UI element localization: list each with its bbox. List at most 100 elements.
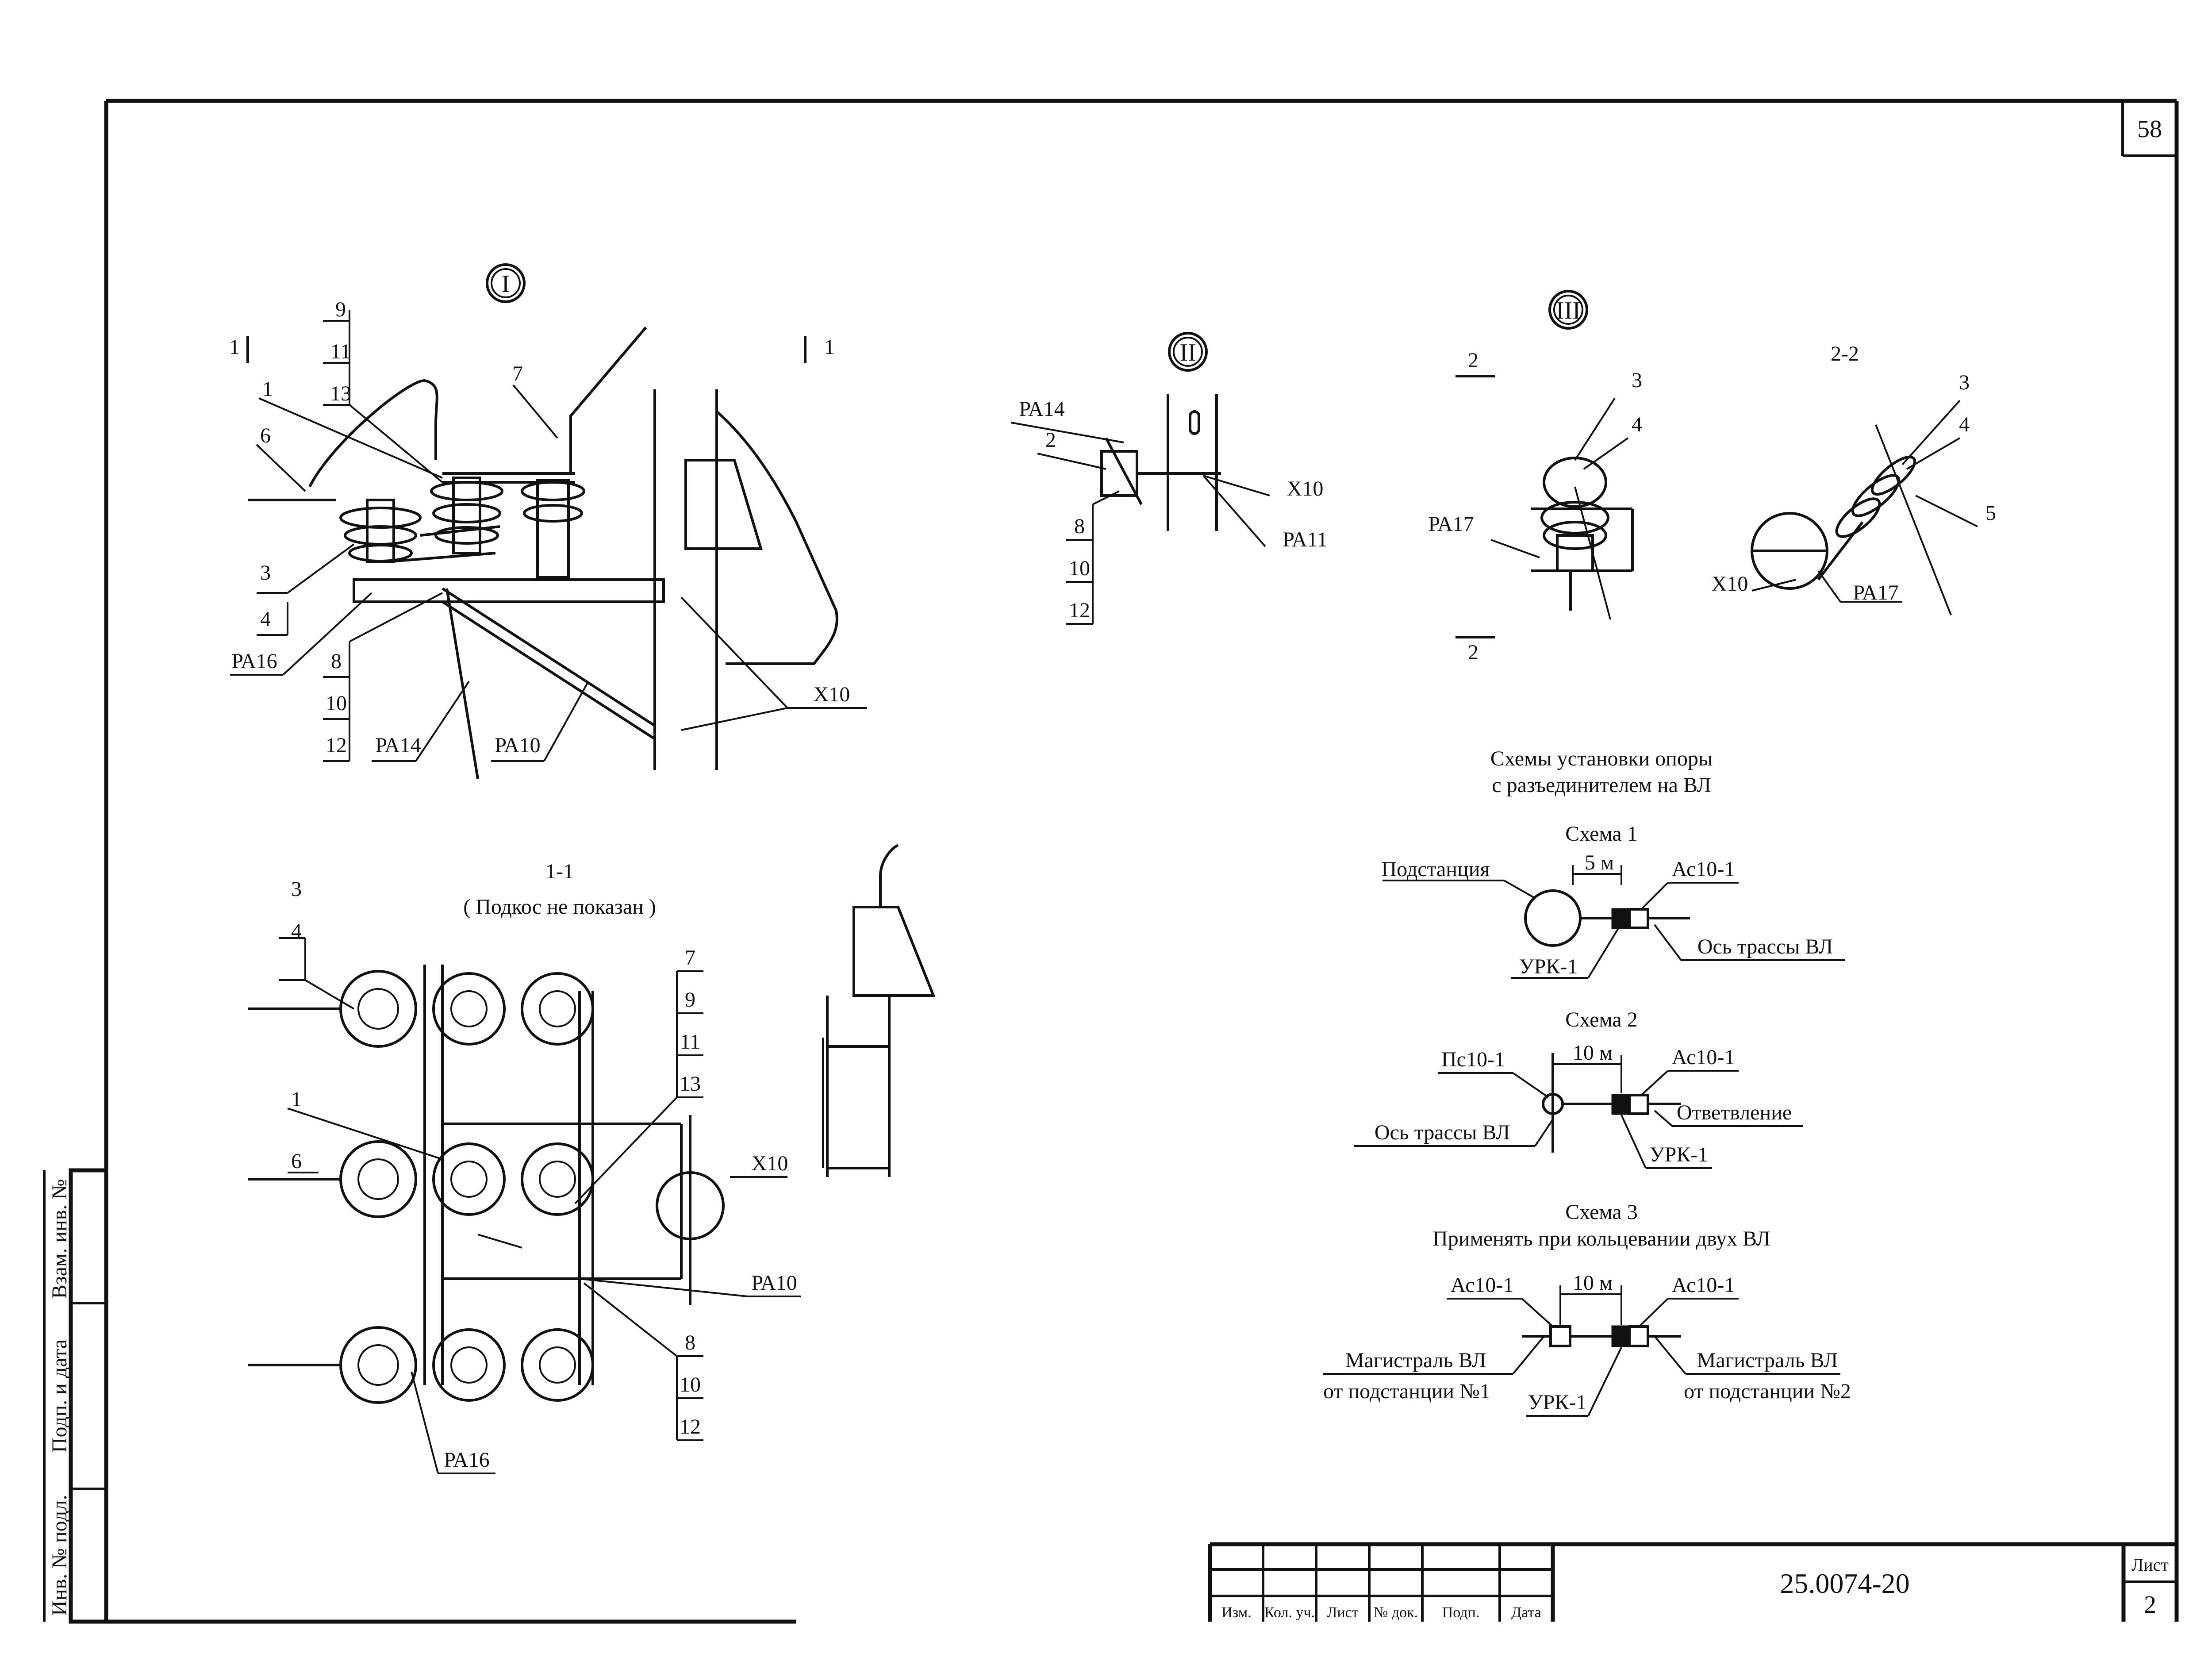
title-col-sheet: Лист [1327, 1604, 1358, 1621]
section-2-2-label-pa17: РА17 [1853, 581, 1898, 604]
title-col-count: Кол. уч. [1264, 1604, 1315, 1621]
view-1-label-12: 12 [326, 734, 347, 757]
view-3-cut-bottom: 2 [1468, 641, 1479, 664]
section-1-1-label-13: 13 [680, 1072, 701, 1096]
sheet-value: 2 [2144, 1591, 2156, 1619]
scheme-3-distance: 10 м [1573, 1271, 1613, 1295]
section-1-1-label-6: 6 [291, 1150, 302, 1173]
section-1-1-title: 1-1 [545, 860, 574, 883]
side-stamp-inventory: Инв. № подл. [48, 1495, 71, 1616]
sheet-number: 58 [2137, 115, 2162, 143]
view-2-label-12: 12 [1069, 599, 1090, 622]
section-1-1-label-7: 7 [685, 946, 695, 969]
view-1-label-13: 13 [330, 382, 351, 405]
view-2 [1010, 332, 1270, 625]
title-col-change: Изм. [1221, 1604, 1252, 1621]
scheme-2-pc: Пс10-1 [1441, 1048, 1505, 1071]
section-2-2-label-4: 4 [1959, 413, 1970, 436]
scheme-1-substation: Подстанция [1381, 857, 1490, 881]
view-1-label-7: 7 [512, 362, 523, 385]
scheme-2-ac: Ас10-1 [1672, 1046, 1735, 1069]
scheme-3-ac-right: Ас10-1 [1672, 1273, 1735, 1297]
view-1-label-x10: Х10 [814, 683, 850, 706]
scheme-3-main-left-1: Магистраль ВЛ [1345, 1349, 1486, 1372]
section-2-2-title: 2-2 [1831, 342, 1859, 365]
schemes-heading-line1: Схемы установки опоры [1490, 747, 1713, 770]
view-2-label-8: 8 [1074, 515, 1085, 538]
scheme-3-urk: УРК-1 [1528, 1391, 1587, 1414]
scheme-1-axis: Ось трассы ВЛ [1697, 935, 1833, 958]
scheme-3-main-right-1: Магистраль ВЛ [1697, 1349, 1838, 1372]
scheme-1-ac: Ас10-1 [1672, 857, 1735, 881]
view-1-cut-left: 1 [229, 335, 240, 359]
drawing-frame [71, 99, 2179, 1624]
view-1-label-11: 11 [330, 340, 351, 363]
view-3-label-3: 3 [1632, 369, 1642, 392]
section-1-1-label-9: 9 [685, 988, 695, 1011]
view-1-label-pa16: РА16 [231, 650, 277, 673]
view-1-label-pa14: РА14 [375, 734, 421, 757]
view-1 [230, 263, 867, 779]
scheme-2-distance: 10 м [1573, 1041, 1613, 1065]
view-2-label-10: 10 [1069, 557, 1090, 580]
section-2-2-label-5: 5 [1985, 501, 1996, 525]
view-2-marker: II [1179, 339, 1196, 366]
section-1-1-label-pa16: РА16 [444, 1448, 489, 1472]
section-1-1-label-12: 12 [680, 1415, 701, 1438]
scheme-3 [1323, 1285, 1840, 1417]
view-1-label-3: 3 [260, 561, 271, 584]
scheme-3-main-left-2: от подстанции №1 [1323, 1380, 1490, 1403]
scheme-3-ac-left: Ас10-1 [1451, 1273, 1514, 1297]
view-3-label-pa17: РА17 [1428, 512, 1474, 536]
view-2-label-x10: Х10 [1287, 477, 1324, 500]
scheme-1-distance: 5 м [1585, 851, 1614, 874]
section-1-1-label-1: 1 [291, 1088, 302, 1111]
section-1-1-label-pa10: РА10 [751, 1271, 797, 1295]
title-col-date: Дата [1511, 1604, 1541, 1621]
scheme-2-branch: Ответвление [1677, 1101, 1792, 1124]
view-1-label-8: 8 [331, 650, 342, 673]
scheme-1 [1382, 865, 1845, 979]
view-3-cut-top: 2 [1468, 349, 1479, 372]
view-1-label-1: 1 [262, 377, 273, 401]
scheme-2-title: Схема 2 [1565, 1008, 1637, 1031]
scheme-2-axis: Ось трассы ВЛ [1375, 1121, 1510, 1144]
section-1-1-label-4: 4 [291, 919, 302, 943]
section-1-1-label-11: 11 [680, 1030, 700, 1054]
section-1-1 [248, 844, 936, 1474]
section-1-1-label-10: 10 [680, 1373, 701, 1396]
sheet-label: Лист [2131, 1555, 2169, 1575]
section-2-2 [1751, 400, 1978, 615]
view-2-label-pa14: РА14 [1019, 397, 1064, 421]
section-1-1-subtitle: ( Подкос не показан ) [463, 895, 656, 919]
schemes-heading-line2: с разъединителем на ВЛ [1492, 773, 1711, 797]
view-2-label-pa11: РА11 [1283, 528, 1327, 551]
view-1-label-pa10: РА10 [495, 734, 540, 757]
scheme-2 [1354, 1053, 1803, 1169]
title-col-docnum: № док. [1374, 1604, 1418, 1621]
section-1-1-label-8: 8 [685, 1331, 695, 1354]
view-1-label-6: 6 [260, 424, 271, 447]
view-3 [1455, 290, 1634, 638]
title-col-signature: Подп. [1442, 1604, 1480, 1621]
side-stamp-replace: Взам. инв. № [48, 1179, 71, 1299]
section-2-2-label-3: 3 [1959, 371, 1970, 394]
side-stamp-signature: Подп. и дата [48, 1339, 71, 1453]
view-1-cut-right: 1 [824, 335, 835, 359]
view-1-marker: I [502, 270, 510, 298]
section-1-1-label-3: 3 [291, 877, 302, 901]
document-code: 25.0074-20 [1780, 1568, 1909, 1599]
scheme-3-note: Применять при кольцевании двух ВЛ [1432, 1227, 1770, 1250]
side-stamp [43, 1168, 108, 1624]
scheme-1-title: Схема 1 [1565, 822, 1637, 846]
section-1-1-label-x10: Х10 [752, 1152, 788, 1175]
scheme-1-urk: УРК-1 [1519, 955, 1578, 978]
view-3-label-4: 4 [1632, 413, 1642, 436]
view-3-marker: III [1556, 297, 1581, 324]
view-1-label-9: 9 [335, 298, 346, 321]
view-1-label-10: 10 [326, 692, 347, 715]
scheme-2-urk: УРК-1 [1650, 1143, 1709, 1166]
section-2-2-label-x10: Х10 [1712, 572, 1748, 596]
